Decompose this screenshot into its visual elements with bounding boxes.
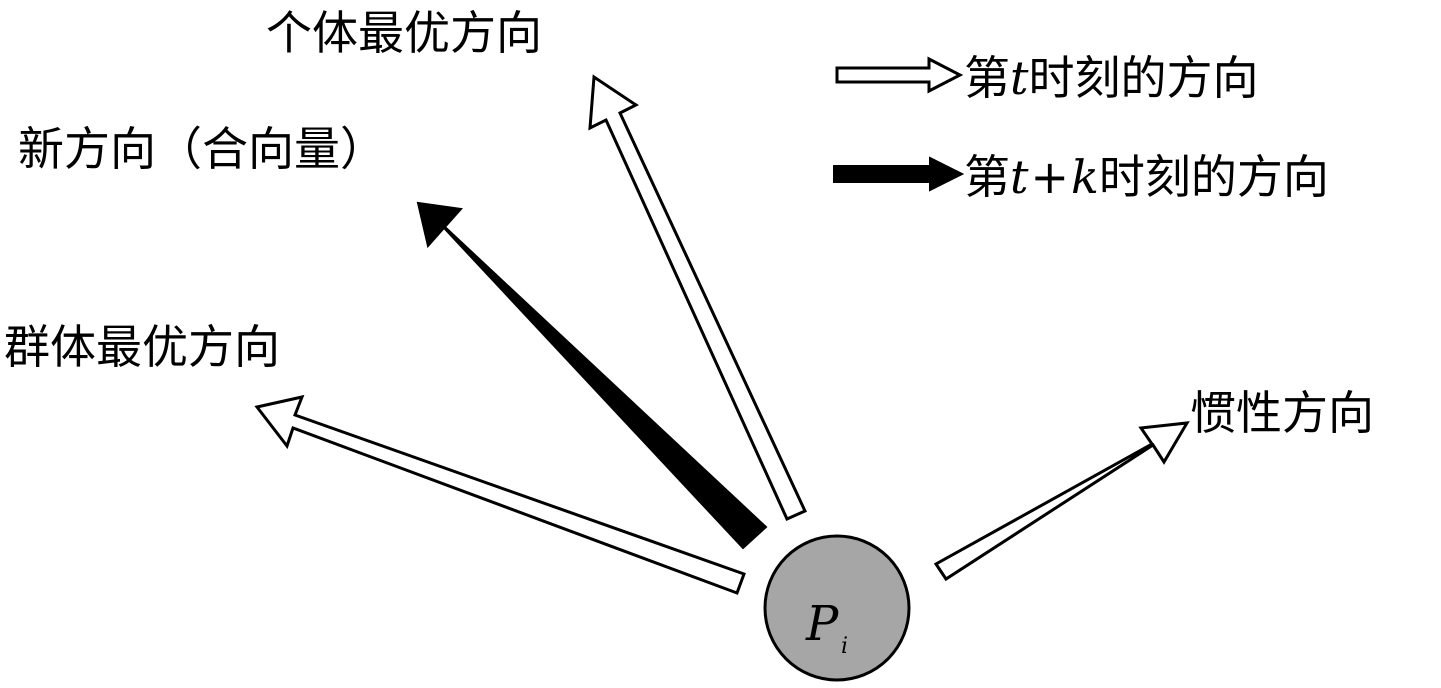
legend-tk-variable2: k [1071, 150, 1099, 204]
legend-hollow-arrow-icon [835, 56, 964, 94]
legend-t-variable: t [1010, 51, 1029, 105]
particle-symbol: P [806, 596, 839, 652]
legend-t-prefix: 第 [964, 51, 1010, 105]
legend-tk-suffix: 时刻的方向 [1098, 150, 1329, 204]
legend-t-suffix: 时刻的方向 [1028, 51, 1259, 105]
group-best-label: 群体最优方向 [4, 320, 280, 374]
legend-solid-arrow-icon [833, 156, 964, 192]
personal-best-label: 个体最优方向 [266, 6, 542, 60]
inertia-arrow [933, 421, 1190, 582]
new-direction-label: 新方向（合向量） [18, 122, 386, 176]
legend-tk-operator: + [1030, 150, 1070, 204]
personal-best-arrow [588, 74, 808, 521]
particle-circle [763, 534, 911, 682]
inertia-label: 惯性方向 [1190, 386, 1374, 440]
legend-tk-prefix: 第 [964, 150, 1010, 204]
particle-subscript: i [841, 634, 849, 659]
legend-tk-variable: t [1010, 150, 1029, 204]
group-best-arrow [254, 394, 746, 595]
new-direction-arrow [416, 201, 768, 550]
